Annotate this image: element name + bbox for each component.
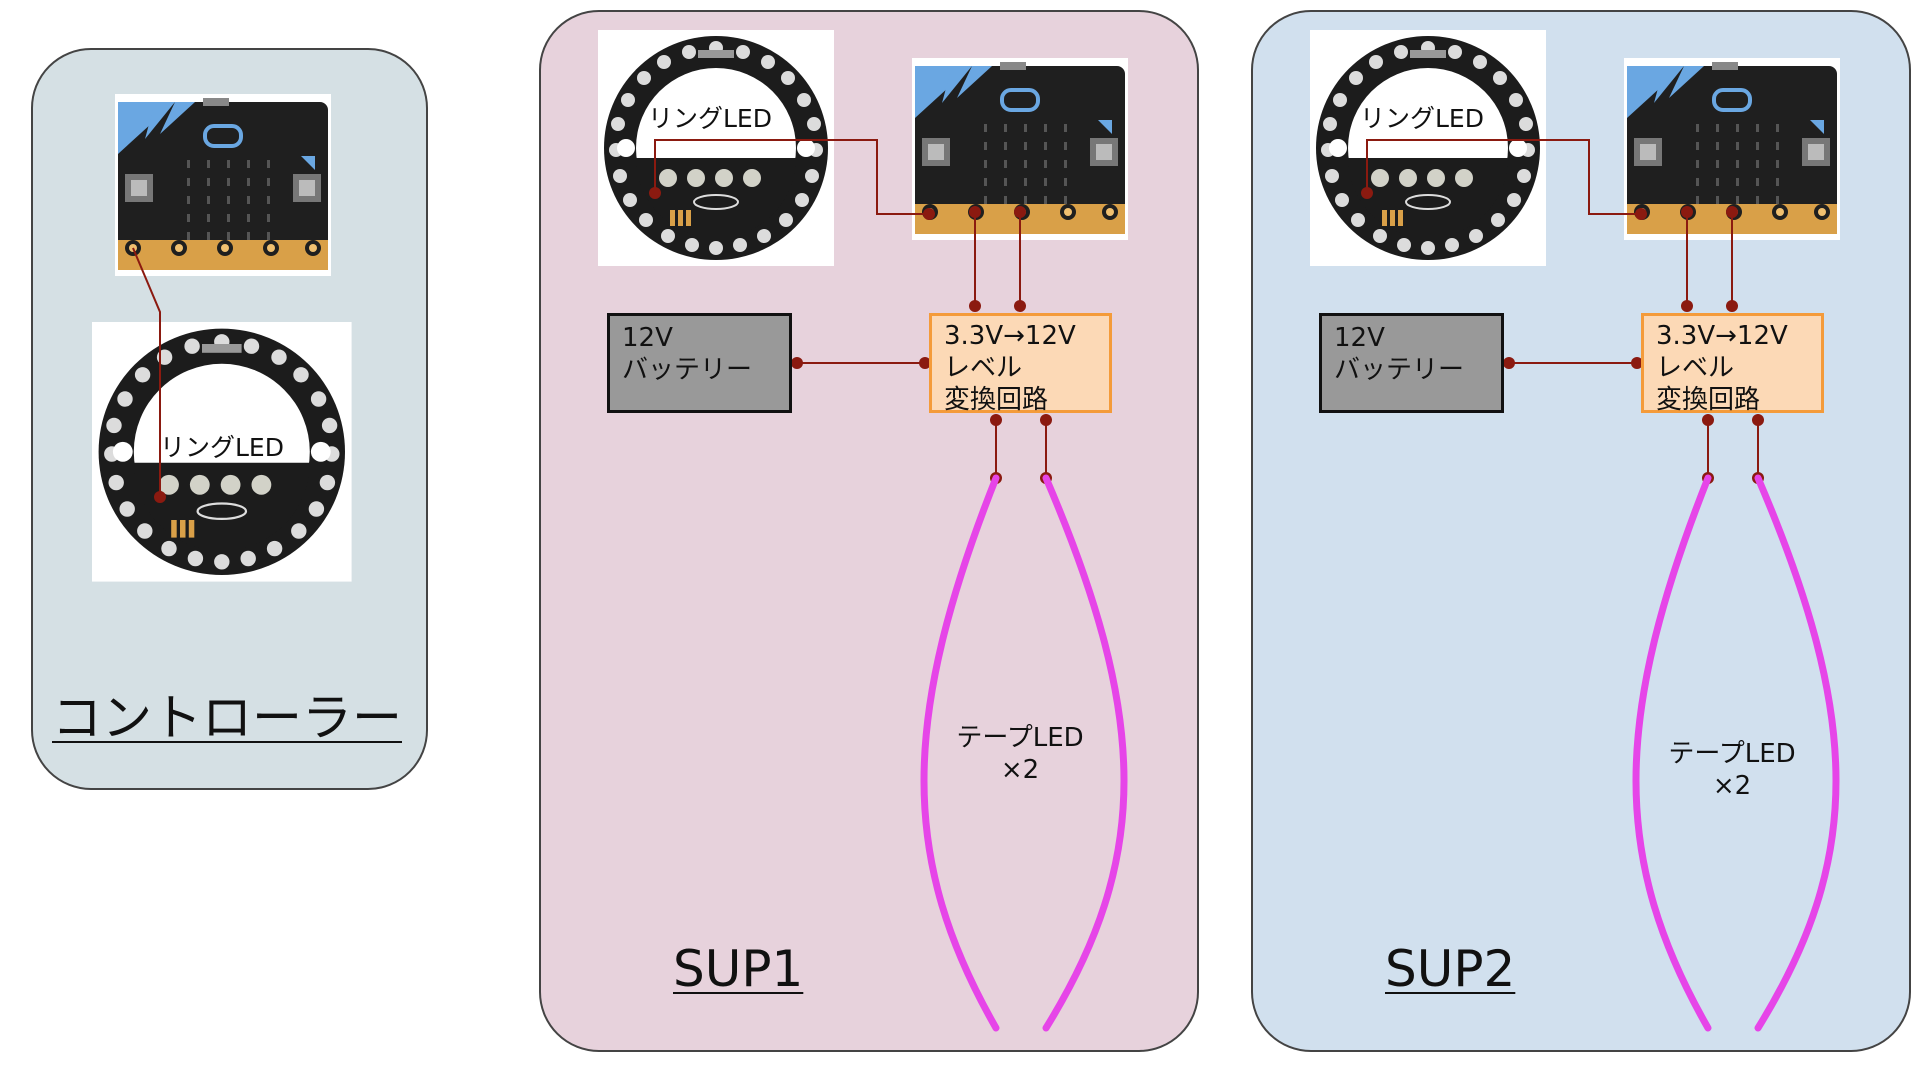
- controller-ring-led-label: リングLED: [160, 433, 284, 462]
- sup1-converter-box: 3.3V→12V レベル 変換回路: [929, 313, 1112, 415]
- sup2-tape-led-label: テープLED ×2: [1668, 739, 1796, 801]
- sup1-tape-led-left: [920, 474, 1000, 1032]
- sup2-tape-led-right: [1754, 474, 1840, 1032]
- sup1-tape-led-label: テープLED ×2: [956, 723, 1084, 785]
- sup1-tape-led-right: [1042, 474, 1128, 1032]
- sup2-ring-led-label: リングLED: [1360, 104, 1484, 133]
- sup1-battery-box: 12V バッテリー: [607, 313, 792, 413]
- sup2-battery-box: 12V バッテリー: [1319, 313, 1504, 413]
- sup2-converter-box: 3.3V→12V レベル 変換回路: [1641, 313, 1824, 415]
- sup1-title: SUP1: [673, 940, 804, 998]
- sup1-ring-led-label: リングLED: [648, 104, 772, 133]
- sup2-ring-wire: [1366, 139, 1641, 215]
- sup2-title: SUP2: [1385, 940, 1516, 998]
- sup2-tape-led-left: [1632, 474, 1712, 1032]
- sup1-ring-wire: [654, 139, 929, 215]
- controller-wire: [132, 247, 161, 497]
- controller-title: コントローラー: [52, 689, 402, 747]
